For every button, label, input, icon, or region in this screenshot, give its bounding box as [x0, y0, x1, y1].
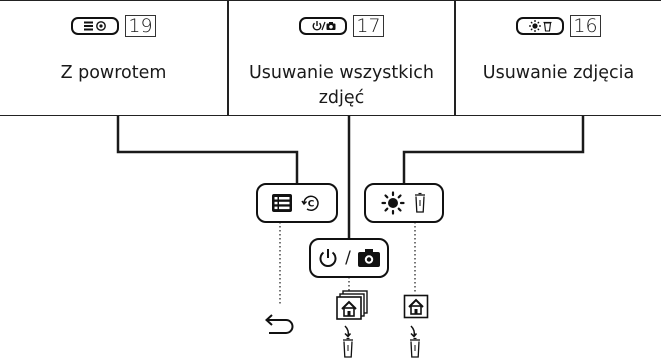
- brightness-trash-key[interactable]: [364, 183, 444, 223]
- reference-number: 19: [125, 15, 156, 37]
- trash-icon: [410, 337, 420, 358]
- brightness-trash-button-icon: [516, 17, 565, 35]
- panel-header: 19: [0, 15, 227, 37]
- brightness-icon: [381, 191, 405, 215]
- menu-rotate-button-icon: [71, 17, 120, 35]
- panel-label: Usuwanie zdjęcia: [482, 63, 635, 83]
- rotate-icon: C: [301, 195, 319, 211]
- panel-header: 16: [456, 15, 661, 37]
- photo-stack-icon: [336, 290, 368, 320]
- menu-rotate-key[interactable]: C: [256, 183, 338, 223]
- menu-list-icon: [272, 194, 292, 212]
- down-arrow-icon: [344, 325, 352, 338]
- camera-icon: [357, 249, 380, 267]
- down-arrow-icon: [410, 325, 418, 338]
- trash-icon: [415, 192, 425, 213]
- return-arrow-icon: [265, 314, 294, 334]
- panel-delete-photo: 16 Usuwanie zdjęcia: [455, 0, 661, 116]
- reference-number: 16: [570, 15, 601, 37]
- panel-label: Usuwanie wszystkich zdjęć: [249, 63, 434, 108]
- svg-text:C: C: [308, 200, 315, 210]
- power-camera-key[interactable]: /: [309, 238, 389, 278]
- trash-icon: [343, 337, 353, 358]
- reference-number: 17: [353, 15, 384, 37]
- panel-delete-all: 17 Usuwanie wszystkich zdjęć: [228, 0, 455, 116]
- photo-icon: [403, 294, 429, 319]
- power-camera-button-icon: [299, 17, 348, 35]
- panel-go-back: 19 Z powrotem: [0, 0, 228, 116]
- panel-header: 17: [229, 15, 454, 37]
- panel-label: Z powrotem: [60, 63, 167, 83]
- separator-slash: /: [345, 247, 351, 268]
- power-icon: [319, 249, 337, 267]
